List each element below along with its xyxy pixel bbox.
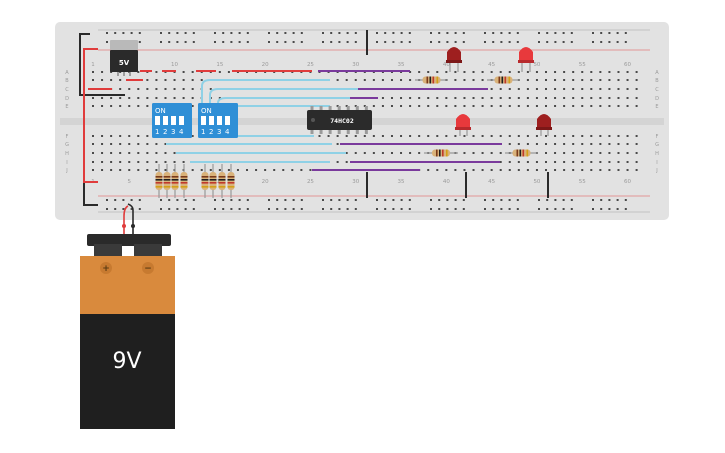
row-letter: F <box>66 134 69 140</box>
row-letter: H <box>65 151 69 157</box>
dip-switch-2-num-3: 3 <box>217 128 221 136</box>
resistor[interactable] <box>505 149 538 157</box>
resistor-bank-1 <box>155 164 188 198</box>
row-letter: B <box>65 78 69 84</box>
row-letter: B <box>655 78 659 84</box>
column-number: 45 <box>488 62 495 68</box>
resistor[interactable] <box>155 164 163 198</box>
led-1[interactable] <box>446 47 462 72</box>
row-letter: E <box>65 104 68 110</box>
battery-minus-label: − <box>144 264 152 274</box>
led-2[interactable] <box>518 47 534 72</box>
battery-leads <box>122 203 135 238</box>
resistor[interactable] <box>171 164 179 198</box>
dip-switch-2-on-label: ON <box>201 107 212 115</box>
resistor[interactable] <box>163 164 171 198</box>
column-number: 40 <box>443 179 450 185</box>
row-letter: F <box>656 134 659 140</box>
dip-switch-1-num-4: 4 <box>179 128 184 136</box>
column-numbers-top: 151015202530354045505560 <box>91 62 631 68</box>
row-letter: G <box>65 142 69 148</box>
resistors-top <box>415 76 520 84</box>
column-number: 45 <box>488 179 495 185</box>
column-number: 1 <box>91 62 95 68</box>
column-number: 30 <box>352 62 359 68</box>
power-wires <box>83 48 312 183</box>
battery-label: 9V <box>112 349 141 374</box>
row-letter: I <box>66 160 67 166</box>
column-number: 50 <box>533 179 540 185</box>
column-number: 55 <box>579 62 586 68</box>
resistor[interactable] <box>487 76 520 84</box>
column-number: 35 <box>398 62 405 68</box>
column-number: 25 <box>307 179 314 185</box>
dip-switch-2-num-1: 1 <box>201 128 205 136</box>
resistors-mid <box>424 149 538 157</box>
column-number: 20 <box>262 179 269 185</box>
column-number: 35 <box>398 179 405 185</box>
column-number: 60 <box>624 62 631 68</box>
row-letter: J <box>65 168 67 174</box>
resistor-bank-2 <box>201 164 235 198</box>
column-number: 10 <box>171 62 178 68</box>
resistor[interactable] <box>424 149 458 157</box>
dip-switch-2-num-4: 4 <box>225 128 230 136</box>
led-3[interactable] <box>455 114 471 136</box>
dip-switch-1[interactable]: ON 1 2 3 4 <box>152 103 192 138</box>
power-rail-lines <box>98 29 650 213</box>
resistor[interactable] <box>415 76 448 84</box>
row-letter: A <box>65 70 69 76</box>
dip-switch-2[interactable]: ON 1 2 3 4 <box>198 103 238 138</box>
battery-9v[interactable]: + − 9V <box>80 234 175 429</box>
voltage-regulator[interactable]: 5V <box>110 40 138 76</box>
purple-wires <box>312 70 502 171</box>
column-number: 20 <box>262 62 269 68</box>
row-letter: I <box>656 160 657 166</box>
battery-plus-label: + <box>102 264 110 274</box>
chip-pins <box>310 106 368 134</box>
column-number: 40 <box>443 62 450 68</box>
resistor[interactable] <box>227 164 235 198</box>
column-number: 25 <box>307 62 314 68</box>
resistor[interactable] <box>180 164 188 198</box>
dip-switch-1-num-3: 3 <box>171 128 175 136</box>
resistor[interactable] <box>209 164 217 198</box>
row-letter: A <box>655 70 659 76</box>
resistor[interactable] <box>218 164 226 198</box>
column-number: 60 <box>624 179 631 185</box>
chip-label: 74HC02 <box>330 117 354 125</box>
dip-switch-1-num-2: 2 <box>163 128 167 136</box>
dip-switch-2-levers[interactable] <box>201 116 230 125</box>
row-letter: D <box>65 96 69 102</box>
row-letter: E <box>655 104 658 110</box>
column-number: 15 <box>216 62 223 68</box>
led-4[interactable] <box>536 114 552 136</box>
resistor[interactable] <box>201 164 209 198</box>
row-letter: G <box>655 142 659 148</box>
row-letter: H <box>655 151 659 157</box>
dip-switch-2-num-2: 2 <box>209 128 213 136</box>
dip-switch-1-levers[interactable] <box>155 116 184 125</box>
regulator-label: 5V <box>119 59 130 67</box>
column-number: 50 <box>533 62 540 68</box>
row-letter: C <box>655 87 659 93</box>
logic-chip[interactable]: 74HC02 <box>307 106 372 134</box>
row-letter: D <box>655 96 659 102</box>
column-number: 30 <box>352 179 359 185</box>
dip-switch-1-on-label: ON <box>155 107 166 115</box>
dip-switch-1-num-1: 1 <box>155 128 159 136</box>
column-number: 55 <box>579 179 586 185</box>
row-letter: C <box>65 87 69 93</box>
row-letter: J <box>655 168 657 174</box>
column-number: 5 <box>127 179 131 185</box>
